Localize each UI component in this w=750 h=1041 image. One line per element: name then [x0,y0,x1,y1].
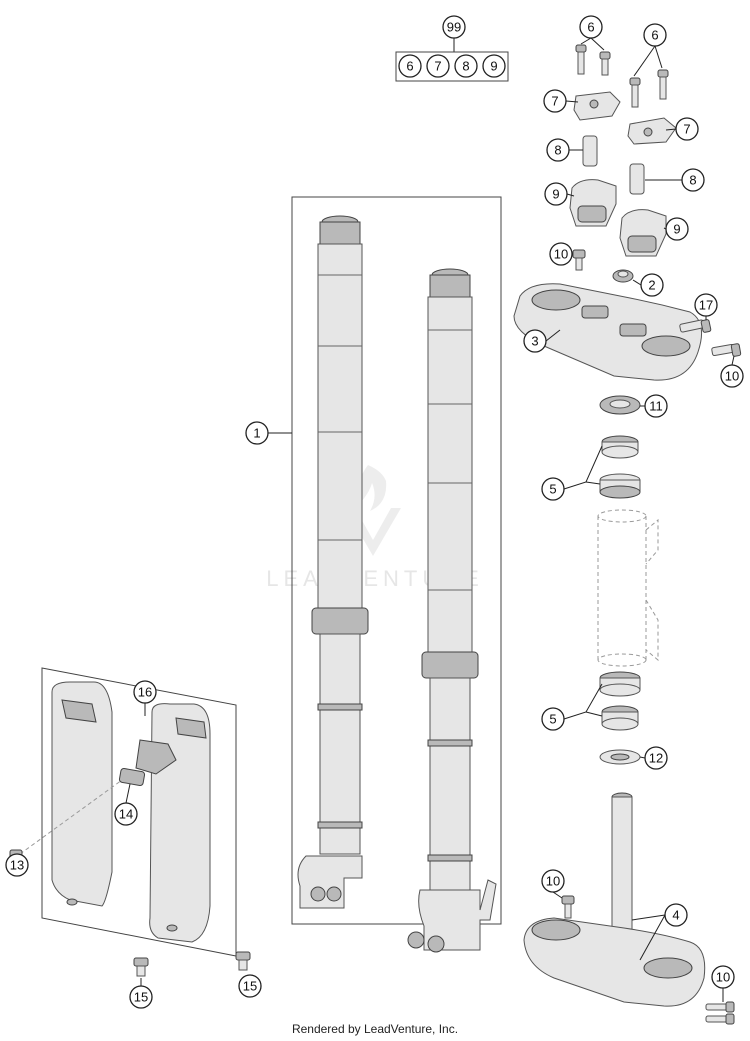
leader-lines [16,37,735,1002]
svg-text:9: 9 [673,222,680,237]
callout-10d[interactable]: 10 [711,965,735,989]
svg-text:10: 10 [716,970,730,985]
callout-6a[interactable]: 6 [579,15,603,39]
bolt-10-upper-part[interactable] [572,249,586,271]
callout-12[interactable]: 12 [644,746,668,770]
kit-member-7: 7 [434,59,441,74]
footer-credit: Rendered by LeadVenture, Inc. [291,1022,459,1036]
steering-head-outline [597,509,659,667]
svg-text:5: 5 [549,712,556,727]
svg-text:10: 10 [725,369,739,384]
svg-text:14: 14 [119,807,133,822]
dust-seal-12[interactable] [599,749,641,765]
svg-text:3: 3 [531,334,538,349]
clamp-cap-7-left[interactable] [573,91,621,121]
screw-15-left-part[interactable] [133,957,149,977]
callout-6b[interactable]: 6 [643,23,667,47]
svg-text:8: 8 [554,143,561,158]
svg-text:15: 15 [243,979,257,994]
callout-1[interactable]: 1 [245,421,269,445]
callout-5a[interactable]: 5 [541,477,565,501]
svg-text:4: 4 [672,908,679,923]
callout-5b[interactable]: 5 [541,707,565,731]
seal-ring-11[interactable] [599,395,641,415]
svg-text:1: 1 [253,426,260,441]
riser-9-left[interactable] [569,179,617,227]
callout-10b[interactable]: 10 [720,364,744,388]
callout-14[interactable]: 14 [114,802,138,826]
screw-axis-line [19,779,123,855]
bolt-10-clamp-part[interactable] [711,343,742,357]
spacer-8-left[interactable] [582,135,598,167]
callouts: 6 6 7 7 8 8 9 9 10 2 17 3 10 11 1 5 16 5… [5,15,744,1009]
callout-3[interactable]: 3 [523,329,547,353]
nut-2-part[interactable] [612,269,634,283]
callout-2[interactable]: 2 [640,273,664,297]
clamp-cap-7-right[interactable] [627,117,677,145]
svg-text:10: 10 [546,874,560,889]
svg-text:6: 6 [587,20,594,35]
callout-16[interactable]: 16 [133,680,157,704]
callout-10c[interactable]: 10 [541,869,565,893]
screw-15-right-part[interactable] [235,951,251,971]
lower-triple-clamp[interactable] [523,792,706,1007]
kit-99[interactable]: 99 6 7 8 9 [395,15,509,82]
svg-text:8: 8 [689,173,696,188]
callout-7b[interactable]: 7 [675,117,699,141]
callout-99[interactable] [442,15,466,39]
bolt-10-lower-part[interactable] [561,895,575,919]
riser-9-right[interactable] [619,209,667,257]
svg-text:12: 12 [649,751,663,766]
svg-text:15: 15 [134,990,148,1005]
screws-6-right[interactable] [629,69,669,108]
bearing-5-upper[interactable] [599,435,641,499]
fork-leg-left[interactable] [297,215,369,909]
bolt-17-part[interactable] [679,319,712,333]
callout-99-label: 99 [447,20,461,35]
callout-4[interactable]: 4 [664,903,688,927]
callout-15b[interactable]: 15 [238,974,262,998]
kit-99-members-box [395,51,509,82]
fork-leg-right[interactable] [407,268,497,953]
kit-member-9: 9 [490,59,497,74]
svg-text:7: 7 [551,94,558,109]
guard-clamp[interactable] [118,767,146,787]
callout-17[interactable]: 17 [694,293,718,317]
callout-10a[interactable]: 10 [549,242,573,266]
bearing-5-lower[interactable] [599,671,641,731]
callout-15a[interactable]: 15 [129,985,153,1009]
callout-8a[interactable]: 8 [546,138,570,162]
spacer-8-right[interactable] [629,163,645,195]
callout-9a[interactable]: 9 [544,182,568,206]
fork-protector-left[interactable] [51,681,113,907]
svg-text:7: 7 [683,122,690,137]
upper-triple-clamp[interactable] [513,283,703,381]
svg-text:6: 6 [651,28,658,43]
svg-text:17: 17 [699,298,713,313]
svg-text:16: 16 [138,685,152,700]
callout-8b[interactable]: 8 [681,168,705,192]
screws-6-left[interactable] [575,44,611,76]
svg-text:2: 2 [648,278,655,293]
callout-9b[interactable]: 9 [665,217,689,241]
fork-group-frame [291,196,502,925]
callout-11[interactable]: 11 [644,394,668,418]
watermark-flame-icon [359,465,387,511]
svg-text:5: 5 [549,482,556,497]
svg-text:10: 10 [554,247,568,262]
svg-text:11: 11 [649,399,663,414]
callout-13[interactable]: 13 [5,853,29,877]
kit-member-6: 6 [406,59,413,74]
svg-text:9: 9 [552,187,559,202]
kit-member-8: 8 [462,59,469,74]
bolts-10-lower-pair[interactable] [705,1001,735,1025]
fork-protector-right[interactable] [135,703,211,943]
svg-text:13: 13 [10,858,24,873]
callout-7a[interactable]: 7 [543,89,567,113]
